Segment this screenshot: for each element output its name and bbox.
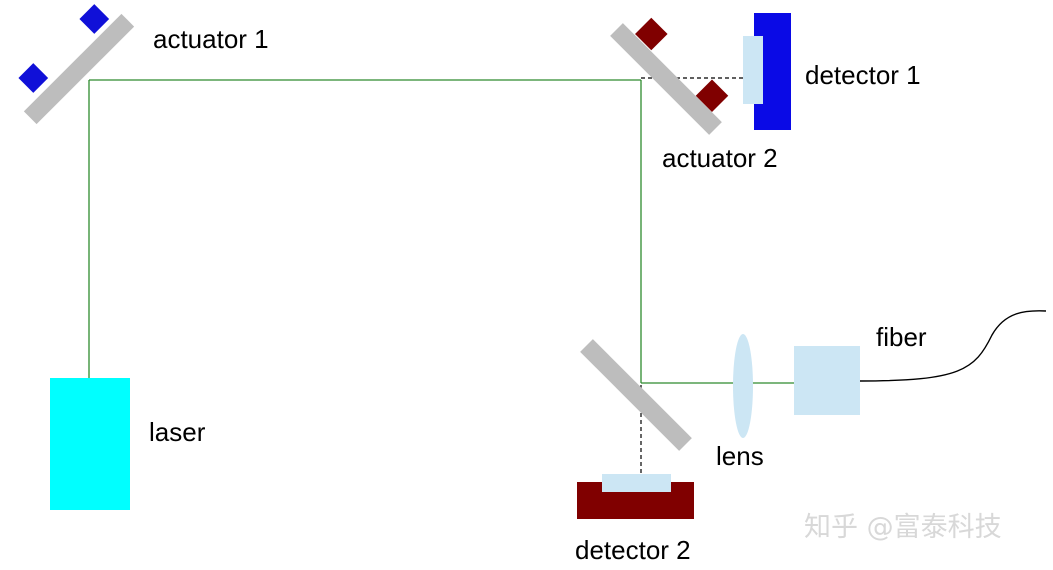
actuator-1-label: actuator 1 (153, 24, 269, 54)
detector-1 (743, 13, 791, 130)
beam-splitter-mirror (580, 339, 692, 451)
actuator-1-block-bottom (18, 63, 49, 93)
detector-1-label: detector 1 (805, 60, 921, 90)
detector-1-sensor (743, 36, 763, 104)
fiber-cable (859, 310, 1047, 382)
detector-2-label: detector 2 (575, 535, 691, 565)
actuator-2 (610, 17, 729, 135)
actuator-2-label: actuator 2 (662, 143, 778, 173)
actuator-1-block-top (79, 4, 110, 34)
detector-2 (577, 474, 694, 519)
actuator-2-block-top (635, 17, 668, 51)
actuator-1-mirror (23, 13, 135, 125)
actuator-1 (18, 4, 135, 125)
laser-source (50, 378, 130, 510)
actuator-2-block-bottom (695, 79, 729, 112)
laser-beam-path (88, 79, 795, 384)
fiber-coupler (794, 346, 860, 415)
lens (733, 334, 753, 438)
laser-label: laser (149, 417, 206, 447)
lens-label: lens (716, 441, 764, 471)
watermark-text: 知乎 @富泰科技 (804, 512, 1002, 543)
actuator-2-mirror (610, 23, 722, 135)
detector-2-sensor (602, 474, 671, 492)
fiber-label: fiber (876, 322, 927, 352)
